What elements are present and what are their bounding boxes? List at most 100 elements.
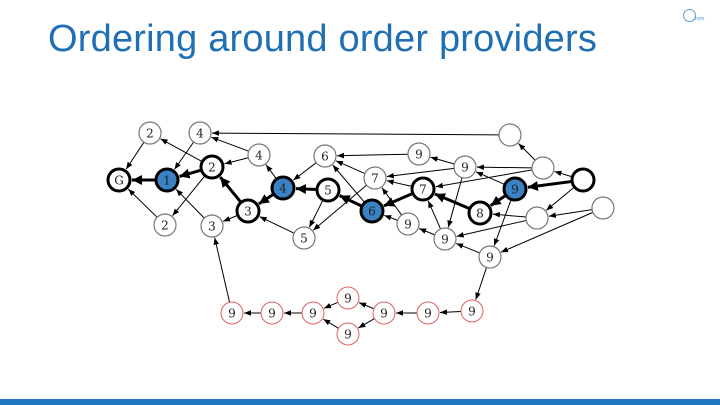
node-circle bbox=[247, 143, 271, 167]
node-n9d: 9 bbox=[433, 227, 457, 251]
edge-n2b-n2a bbox=[160, 138, 203, 163]
edge-n9f-n9d bbox=[455, 242, 480, 254]
node-circle bbox=[270, 175, 296, 201]
edge-r6-r5 bbox=[358, 318, 375, 329]
node-r7: 9 bbox=[416, 301, 440, 325]
node-circle bbox=[313, 144, 337, 168]
node-circle bbox=[396, 212, 420, 236]
edge-e4-n9d bbox=[456, 219, 527, 238]
edge-n8-n7b bbox=[434, 192, 471, 211]
edge-r5-r3 bbox=[323, 318, 339, 329]
node-e5 bbox=[591, 196, 615, 220]
node-circle bbox=[154, 167, 180, 193]
node-e1 bbox=[498, 123, 522, 147]
node-label: 7 bbox=[371, 172, 379, 186]
node-label: 7 bbox=[419, 183, 427, 197]
edge-e3-n9e bbox=[527, 179, 573, 191]
node-label: 9 bbox=[424, 307, 432, 321]
edge-r4-r3 bbox=[323, 301, 339, 309]
edge-n2a-G bbox=[125, 141, 145, 170]
node-circle bbox=[200, 214, 224, 238]
edge-n7a-n6a bbox=[335, 160, 366, 175]
node-n9e: 9 bbox=[502, 176, 528, 202]
node-circle bbox=[591, 196, 615, 220]
edge-n7b-n7a bbox=[386, 179, 413, 188]
node-label: 9 bbox=[309, 307, 317, 321]
edge-n6b-n5a bbox=[339, 194, 363, 208]
node-circle bbox=[336, 286, 360, 310]
edge-n6b-n6a bbox=[332, 164, 366, 203]
node-circle bbox=[336, 322, 360, 346]
node-label: 9 bbox=[441, 233, 449, 247]
slide-title: Ordering around order providers bbox=[48, 18, 598, 60]
node-circle bbox=[467, 200, 493, 226]
edge-n2c-G bbox=[127, 188, 158, 218]
edge-n5b-n3b bbox=[259, 216, 295, 234]
node-label: 2 bbox=[146, 127, 154, 141]
edge-e4-n8 bbox=[492, 211, 527, 218]
edge-n9e-n8 bbox=[489, 193, 507, 207]
edge-r8-r7 bbox=[439, 309, 462, 315]
node-label: 2 bbox=[208, 161, 216, 175]
node-r3: 9 bbox=[301, 301, 325, 325]
node-label: 9 bbox=[404, 218, 412, 232]
node-label: 9 bbox=[468, 305, 476, 319]
node-label: 1 bbox=[163, 174, 171, 188]
edge-n6a-n4c bbox=[293, 162, 317, 181]
node-n7b: 7 bbox=[410, 176, 436, 202]
node-circle bbox=[363, 166, 387, 190]
edge-e2-n7b bbox=[435, 169, 533, 189]
node-label: 9 bbox=[268, 307, 276, 321]
node-label: 9 bbox=[486, 251, 494, 265]
edge-n2b-n2c bbox=[172, 175, 206, 216]
node-n8: 8 bbox=[467, 200, 493, 226]
edges bbox=[125, 130, 594, 329]
node-circle bbox=[106, 167, 132, 193]
node-r1: 9 bbox=[220, 301, 244, 325]
logo-circle-icon bbox=[683, 9, 696, 22]
node-circle bbox=[407, 142, 431, 166]
node-circle bbox=[531, 156, 555, 180]
node-circle bbox=[460, 299, 484, 323]
node-label: 3 bbox=[244, 205, 252, 219]
node-circle bbox=[525, 206, 549, 230]
node-label: 6 bbox=[321, 150, 329, 164]
node-r4: 9 bbox=[336, 286, 360, 310]
node-n6b: 6 bbox=[359, 198, 385, 224]
node-n3b: 3 bbox=[235, 198, 261, 224]
edge-n2b-n1 bbox=[179, 168, 202, 179]
node-r6: 9 bbox=[372, 301, 396, 325]
node-label: 4 bbox=[255, 149, 263, 163]
edge-n5a-n4c bbox=[295, 184, 318, 195]
node-n9b: 9 bbox=[453, 155, 477, 179]
edge-n3a-n1 bbox=[175, 188, 205, 219]
edge-e5-n9f bbox=[500, 211, 594, 253]
edge-n7a-n5b bbox=[312, 184, 367, 231]
node-e2 bbox=[531, 156, 555, 180]
node-circle bbox=[301, 301, 325, 325]
node-label: 8 bbox=[476, 207, 484, 221]
edge-r1-n3a bbox=[213, 237, 231, 303]
edge-e1-n4a bbox=[211, 130, 500, 136]
obyte-logo: byte bbox=[683, 9, 713, 25]
node-label: 9 bbox=[228, 307, 236, 321]
node-label: 2 bbox=[161, 219, 169, 233]
node-circle bbox=[416, 301, 440, 325]
node-label: 4 bbox=[196, 127, 204, 141]
node-n5b: 5 bbox=[292, 226, 316, 250]
edge-n9d-n9c bbox=[418, 228, 435, 236]
node-n4b: 4 bbox=[247, 143, 271, 167]
node-circle bbox=[235, 198, 261, 224]
edge-n4a-n1 bbox=[174, 141, 195, 170]
node-n2a: 2 bbox=[138, 121, 162, 145]
node-circle bbox=[153, 213, 177, 237]
node-n2b: 2 bbox=[199, 154, 225, 180]
node-circle bbox=[138, 121, 162, 145]
edge-e2-n9b bbox=[476, 164, 533, 171]
node-circle bbox=[502, 176, 528, 202]
node-r5: 9 bbox=[336, 322, 360, 346]
node-e4 bbox=[525, 206, 549, 230]
node-label: 9 bbox=[344, 328, 352, 342]
